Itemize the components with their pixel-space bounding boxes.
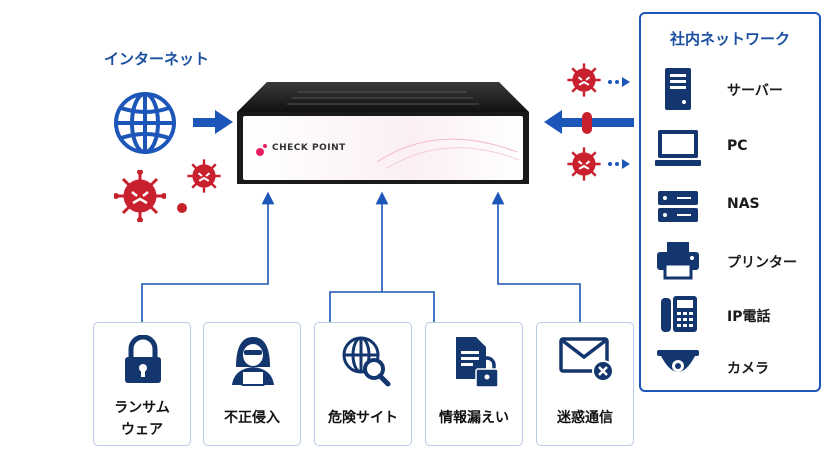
mail-block-icon (559, 337, 614, 382)
threat-label: 迷惑通信 (557, 410, 613, 426)
threat-label: 危険サイト (328, 410, 398, 426)
nas-icon (658, 191, 698, 222)
document-lock-icon (456, 337, 499, 388)
server-icon (665, 68, 691, 110)
threat-label: 不正侵入 (224, 410, 280, 426)
internal-arrow (544, 110, 634, 134)
camera-icon (657, 350, 699, 372)
virus-icon (567, 147, 601, 181)
virus-dot (177, 203, 187, 213)
lock-icon (125, 335, 161, 383)
globe-icon (114, 92, 176, 154)
threat-card-ransomware: ランサム ウェア (93, 322, 191, 446)
threat-label: 情報漏えい (439, 410, 509, 426)
network-item-nas: NAS (727, 196, 760, 212)
threat-label: ランサム (114, 400, 170, 416)
spam-connector (491, 191, 581, 322)
network-item-server: サーバー (727, 83, 783, 99)
virus-icon (114, 170, 166, 222)
threat-card-intrusion: 不正侵入 (203, 322, 301, 446)
printer-icon (657, 242, 699, 280)
threat-label: ウェア (121, 422, 163, 438)
firewall-appliance (237, 82, 529, 184)
network-item-camera: カメラ (727, 361, 769, 377)
network-item-printer: プリンター (727, 255, 797, 271)
threat-bridge-left (329, 291, 435, 322)
internet-label: インターネット (104, 50, 210, 68)
threat-card-spam: 迷惑通信 (536, 322, 634, 446)
network-item-pc: PC (727, 138, 748, 154)
internal-network-panel: 社内ネットワーク サーバー PC NAS プリンター (639, 12, 821, 392)
hacker-icon (232, 337, 274, 386)
threat-card-data-leak: 情報漏えい (425, 322, 523, 446)
virus-icon (187, 159, 221, 193)
virus-icon (567, 63, 601, 97)
network-title: 社内ネットワーク (669, 30, 790, 48)
ip-phone-icon (661, 296, 697, 332)
network-item-ip-phone: IP電話 (727, 309, 771, 325)
globe-search-icon (342, 336, 391, 387)
threat-card-dangerous-sites: 危険サイト (314, 322, 412, 446)
brand-logo-text: CHECK POINT (272, 143, 346, 153)
pc-icon (655, 130, 701, 166)
ransomware-connector (141, 191, 275, 322)
inbound-arrow (193, 110, 233, 134)
